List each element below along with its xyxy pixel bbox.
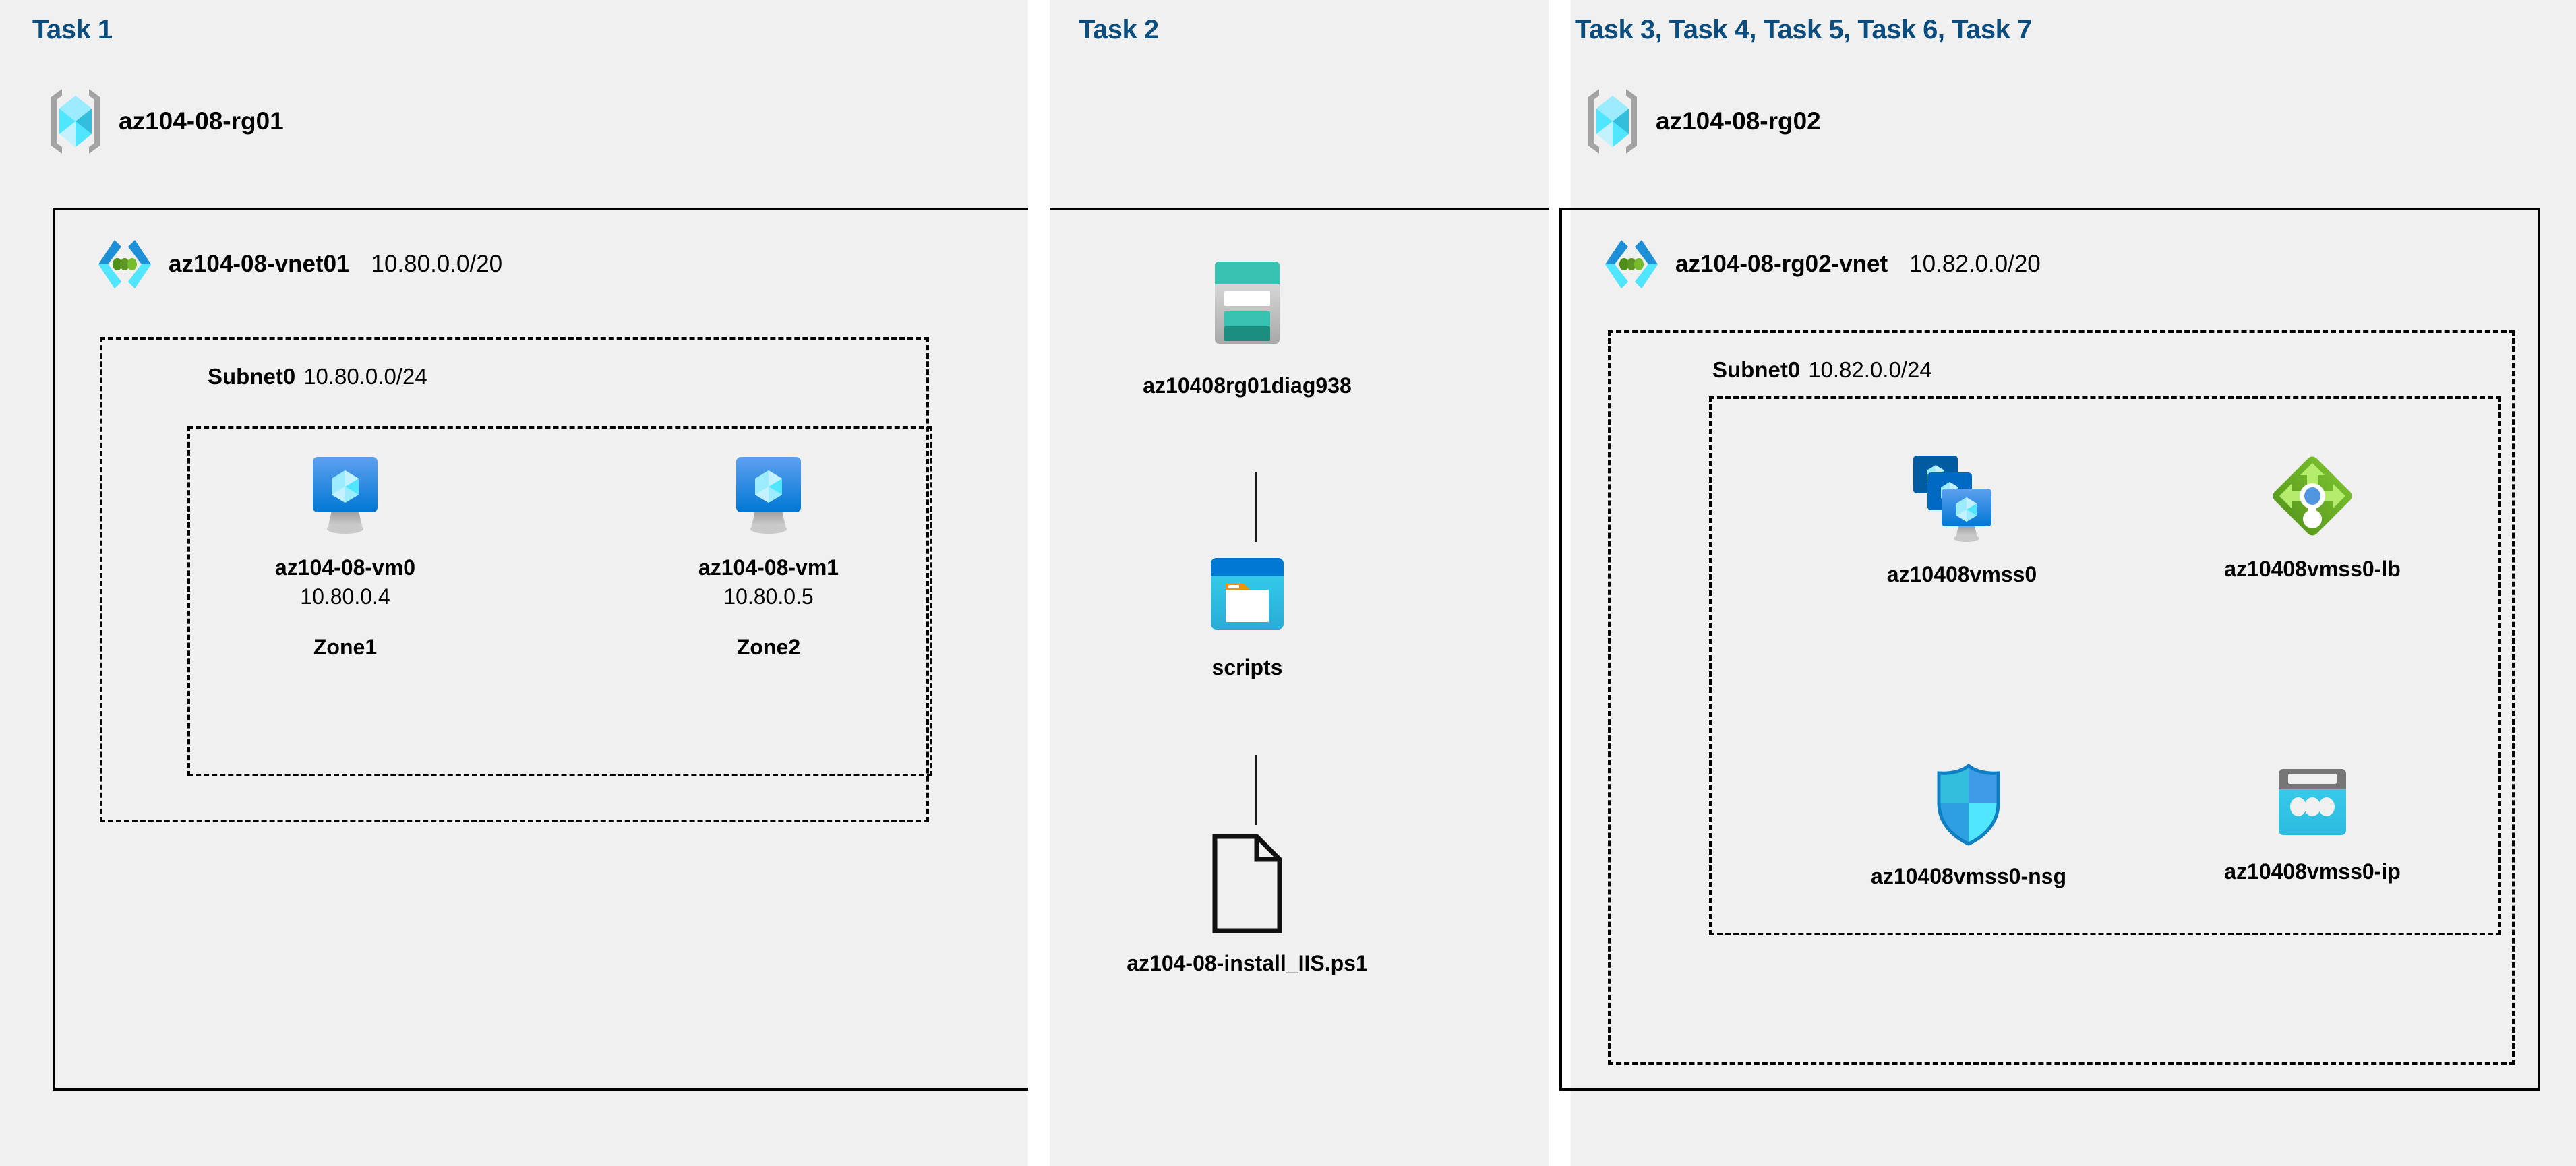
vnet-name-vnet01: az104-08-vnet01 [169,251,350,277]
connector-container-to-file [1255,755,1257,825]
node-vm-scale-set[interactable]: az10408vmss0 [1820,452,2103,587]
panel-task2-bottom-fill [1050,210,1549,1166]
subnet-boundary-subnet0-vnet01 [100,337,929,822]
node-file-install-iis[interactable]: az104-08-install_IIS.ps1 [1079,832,1416,976]
public-ip-name: az10408vmss0-ip [2224,859,2401,884]
node-virtual-machine-vm1[interactable]: az104-08-vm1 10.80.0.5 Zone2 [688,453,849,660]
vm-name-vm1: az104-08-vm1 [698,555,839,580]
virtual-machine-icon [305,453,385,539]
vnet-boundary-az104-08-rg02-vnet [1559,208,2540,1091]
node-storage-account[interactable]: az10408rg01diag938 [1143,256,1352,398]
subnet-header-rg02-vnet: Subnet0 10.82.0.0/24 [1712,357,1932,383]
node-blob-container-scripts[interactable]: scripts [1166,553,1328,680]
node-public-ip-address[interactable]: az10408vmss0-ip [2178,765,2447,884]
virtual-machine-icon [729,453,808,539]
task-title-3: Task 3, Task 4, Task 5, Task 6, Task 7 [1575,15,2032,44]
vnet-name-rg02-vnet: az104-08-rg02-vnet [1675,251,1888,277]
virtual-network-icon [94,236,155,293]
load-balancer-icon [2268,452,2357,541]
vm-zone-vm1: Zone2 [736,635,801,659]
network-security-group-icon [1931,762,2006,848]
task-title-1: Task 1 [32,15,113,44]
file-document-icon [1205,832,1289,935]
resource-group-label-rg02: az104-08-rg02 [1656,107,1821,135]
resource-group-icon [47,86,104,156]
virtual-network-icon [1601,236,1662,293]
nsg-name: az10408vmss0-nsg [1871,864,2066,888]
vnet-header-vnet01: az104-08-vnet01 10.80.0.0/20 [94,236,502,293]
task-title-2: Task 2 [1079,15,1159,44]
vm-ip-vm0: 10.80.0.4 [300,584,390,609]
vmss-resources-boundary [1709,396,2501,935]
node-load-balancer[interactable]: az10408vmss0-lb [2171,452,2454,582]
resource-group-row-rg02: az104-08-rg02 [1584,86,1821,156]
availability-zone-boundary [187,426,932,776]
resource-group-label-rg01: az104-08-rg01 [119,107,284,135]
vm-zone-vm0: Zone1 [313,635,378,659]
panel-task1 [0,0,1028,1166]
vnet-cidr-rg02-vnet: 10.82.0.0/20 [1909,251,2041,277]
vm-ip-vm1: 10.80.0.5 [723,584,814,609]
vm-scale-set-icon [1912,452,2012,546]
panel-task2-top-fill [1050,0,1549,208]
blob-container-name: scripts [1211,655,1283,679]
storage-account-icon [1200,256,1294,357]
node-network-security-group[interactable]: az10408vmss0-nsg [1827,762,2110,889]
panel-task3 [1571,0,2576,1166]
connector-storage-to-container [1255,472,1257,542]
column-gutter-left [1028,0,1050,1166]
vnet-header-rg02-vnet: az104-08-rg02-vnet 10.82.0.0/20 [1601,236,2041,293]
file-name-install-iis: az104-08-install_IIS.ps1 [1127,951,1368,975]
resource-group-icon [1584,86,1641,156]
resource-group-row-rg01: az104-08-rg01 [47,86,284,156]
storage-account-name: az10408rg01diag938 [1143,373,1352,398]
subnet-cidr-vnet01: 10.80.0.0/24 [303,364,427,389]
subnet-name-rg02-vnet: Subnet0 [1712,357,1801,382]
vnet-cidr-vnet01: 10.80.0.0/20 [371,251,503,277]
blob-container-icon [1204,553,1290,639]
subnet-cidr-rg02-vnet: 10.82.0.0/24 [1808,357,1932,382]
vm-name-vm0: az104-08-vm0 [274,555,416,580]
subnet-header-vnet01: Subnet0 10.80.0.0/24 [208,364,427,390]
node-virtual-machine-vm0[interactable]: az104-08-vm0 10.80.0.4 Zone1 [264,453,426,660]
subnet-boundary-subnet0-rg02vnet [1608,330,2515,1065]
vnet-boundary-top-segment-task2 [1050,208,1549,210]
subnet-name-vnet01: Subnet0 [208,364,296,389]
vmss-name: az10408vmss0 [1886,562,2037,586]
load-balancer-name: az10408vmss0-lb [2224,557,2401,581]
public-ip-address-icon [2268,765,2357,843]
